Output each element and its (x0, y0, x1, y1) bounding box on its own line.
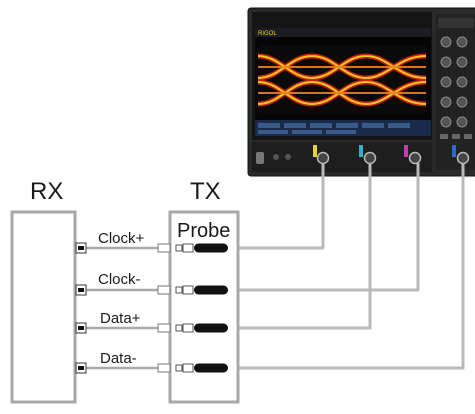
channel-1-marker (313, 145, 317, 157)
channel-2-marker (359, 145, 363, 157)
signal-label-data-minus: Data- (100, 350, 137, 367)
scope-top-bar (255, 28, 431, 37)
scope-status-items (258, 123, 410, 134)
oscilloscope: RIGOL (247, 7, 475, 177)
cable-clock-minus (230, 163, 420, 292)
scope-knob[interactable] (440, 76, 452, 88)
probe-cables (230, 163, 465, 370)
tx-pad (157, 285, 171, 295)
signal-traces (82, 246, 166, 370)
tx-pad (157, 243, 171, 253)
scope-brand-label: RIGOL (258, 31, 277, 37)
rx-pin-cores (78, 246, 84, 370)
cable-data-plus (230, 163, 372, 330)
tx-pads (157, 243, 171, 373)
probe-tip (175, 323, 228, 333)
scope-eye-diagram (257, 45, 427, 113)
scope-knob[interactable] (456, 116, 468, 128)
channel-3-connector[interactable] (408, 151, 422, 165)
tx-label: TX (190, 178, 221, 205)
probe-tip (175, 243, 228, 253)
channel-2-connector[interactable] (363, 151, 377, 165)
scope-knob[interactable] (440, 56, 452, 68)
probe-label: Probe (177, 220, 231, 242)
cable-clock-plus (230, 163, 325, 250)
signal-label-clock-minus: Clock- (98, 271, 141, 288)
scope-channel-inputs (313, 145, 470, 165)
scope-knob[interactable] (440, 96, 452, 108)
probe-tip (175, 363, 228, 373)
rx-box (10, 210, 77, 404)
probe-tips (175, 243, 228, 373)
tx-pad (157, 363, 171, 373)
scope-knob[interactable] (456, 36, 468, 48)
scope-knob[interactable] (440, 36, 452, 48)
scope-bottom-panel (252, 142, 432, 172)
scope-power-button[interactable] (256, 152, 264, 164)
signal-label-data-plus: Data+ (100, 310, 141, 327)
scope-control-panel (436, 14, 475, 170)
scope-knob[interactable] (456, 76, 468, 88)
channel-4-marker (452, 145, 456, 157)
scope-knob[interactable] (440, 116, 452, 128)
rx-pins (75, 242, 87, 374)
tx-pad (157, 323, 171, 333)
probe-tip (175, 285, 228, 295)
cable-data-minus (230, 163, 465, 370)
channel-4-connector[interactable] (456, 151, 470, 165)
rx-label: RX (30, 178, 64, 205)
scope-knob[interactable] (456, 56, 468, 68)
channel-1-connector[interactable] (316, 151, 330, 165)
scope-knob[interactable] (456, 96, 468, 108)
signal-label-clock-plus: Clock+ (98, 230, 145, 247)
channel-3-marker (404, 145, 408, 157)
